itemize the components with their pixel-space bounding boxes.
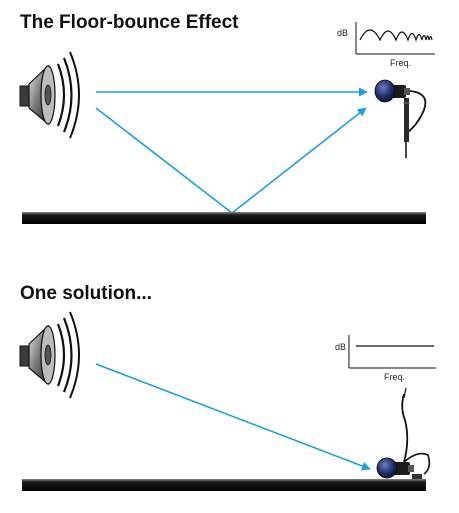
floor-bounce-title: The Floor-bounce Effect	[20, 12, 239, 33]
top-incident-ray	[95, 107, 233, 214]
bottom-graph-x-label: Freq.	[384, 372, 406, 382]
solution-title: One solution...	[20, 283, 152, 304]
bottom-floor	[22, 479, 426, 491]
bottom-graph-y-label: dB	[335, 342, 347, 352]
top-reflected-ray	[231, 107, 367, 214]
bottom-direct-ray	[95, 363, 371, 471]
top-frequency-response-graph	[355, 22, 435, 55]
top-floor	[22, 212, 426, 224]
bottom-microphone-icon	[376, 387, 431, 479]
bottom-frequency-response-graph	[348, 335, 436, 369]
top-graph-y-label: dB	[337, 28, 349, 38]
top-graph-x-label: Freq.	[390, 58, 412, 68]
comb-filtered-response-curve	[359, 29, 433, 43]
top-speaker-icon	[19, 51, 80, 139]
top-microphone-icon	[374, 79, 427, 158]
bottom-speaker-icon	[19, 311, 80, 399]
